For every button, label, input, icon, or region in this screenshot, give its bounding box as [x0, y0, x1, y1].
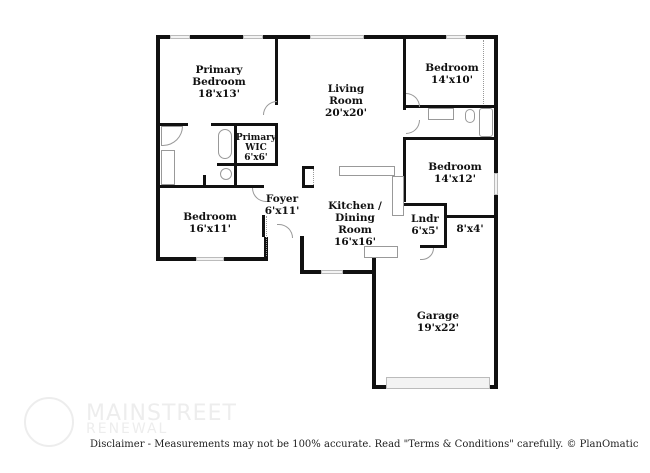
wall-pantry-top [302, 166, 314, 169]
wall-primary-bath-top [160, 123, 188, 126]
closet [313, 169, 315, 185]
wall-right [494, 35, 498, 389]
room-size: 14'x10' [431, 74, 473, 86]
room-name: Lndr [411, 213, 439, 225]
window [494, 173, 498, 195]
toilet [465, 109, 475, 123]
window [446, 35, 466, 39]
kitchen-counter [339, 166, 395, 176]
wall-garage-bottom-l [372, 385, 386, 389]
vanity [161, 150, 175, 185]
mainstreet-renewal-logo: MAINSTREET RENEWAL [20, 397, 320, 447]
room-name: Kitchen / Dining Room [328, 200, 382, 236]
room-size: 6'x5' [411, 225, 439, 237]
wall-lndr-right [444, 203, 447, 248]
wall-garage-left [372, 257, 376, 389]
room-name: Living Room [327, 83, 365, 107]
window [243, 35, 263, 39]
room-name: Primary WIC [235, 133, 277, 153]
door [406, 120, 420, 134]
room-name: Bedroom [428, 161, 482, 173]
wall-left-upper [156, 35, 160, 261]
logo-line2: RENEWAL [86, 421, 169, 437]
window [321, 270, 343, 274]
room-name: Primary Bedroom [192, 64, 246, 88]
shower [161, 126, 183, 146]
kitchen-counter [364, 246, 398, 258]
house-arrow-icon [24, 397, 74, 447]
room-name: Foyer [265, 193, 299, 205]
closet [483, 40, 485, 104]
room-size: 19'x22' [417, 322, 459, 334]
room-name: Bedroom [183, 211, 237, 223]
closet [266, 216, 268, 256]
room-name: Bedroom [425, 62, 479, 74]
logo-line1: MAINSTREET [86, 401, 237, 426]
wall-bed2-bottom [444, 215, 498, 218]
door [420, 248, 434, 260]
wall-foyer-left [262, 215, 265, 237]
wall-lndr-bottom [420, 245, 447, 248]
door [263, 101, 277, 115]
window [196, 257, 224, 261]
front-door [277, 224, 293, 238]
wall-wic-left [234, 123, 237, 185]
kitchen-counter [392, 176, 404, 216]
wall-wic-bottom [217, 163, 278, 166]
wall-primary-bottom [160, 185, 264, 188]
wall-wic-top [211, 123, 278, 126]
window [310, 35, 364, 39]
disclaimer-text: Disclaimer - Measurements may not be 100… [90, 439, 639, 450]
room-size: 6'x6' [244, 153, 268, 163]
room-size: 16'x16' [334, 236, 376, 248]
wall-bed1-left [403, 35, 406, 110]
wall-bed2-left [403, 137, 406, 202]
room-name: Garage [416, 310, 460, 322]
bathtub [479, 108, 493, 137]
wall-pantry [302, 166, 305, 188]
bathtub [218, 129, 232, 159]
window [170, 35, 190, 39]
wall-lndr-top [404, 203, 447, 206]
room-label-storage: 8'x4' [456, 223, 483, 235]
vanity [428, 108, 454, 120]
room-size: 14'x12' [434, 173, 476, 185]
wall-garage-bottom-r [488, 385, 498, 389]
wall-primary-right [275, 35, 278, 105]
wall-bath-top [403, 105, 498, 108]
toilet [220, 168, 232, 180]
room-size: 16'x11' [189, 223, 231, 235]
room-size: 8'x4' [456, 223, 484, 235]
door [406, 93, 420, 107]
wall-kitchen-left [300, 236, 304, 274]
room-size: 20'x20' [325, 107, 367, 119]
room-size: 18'x13' [198, 88, 240, 100]
wall-pantry-bot [302, 185, 314, 188]
room-size: 6'x11' [264, 205, 300, 217]
garage-door [386, 377, 490, 389]
wall-primary-bath-mid [203, 175, 206, 187]
wall-bath-bottom [404, 137, 498, 140]
wall-wic-right [275, 123, 278, 165]
